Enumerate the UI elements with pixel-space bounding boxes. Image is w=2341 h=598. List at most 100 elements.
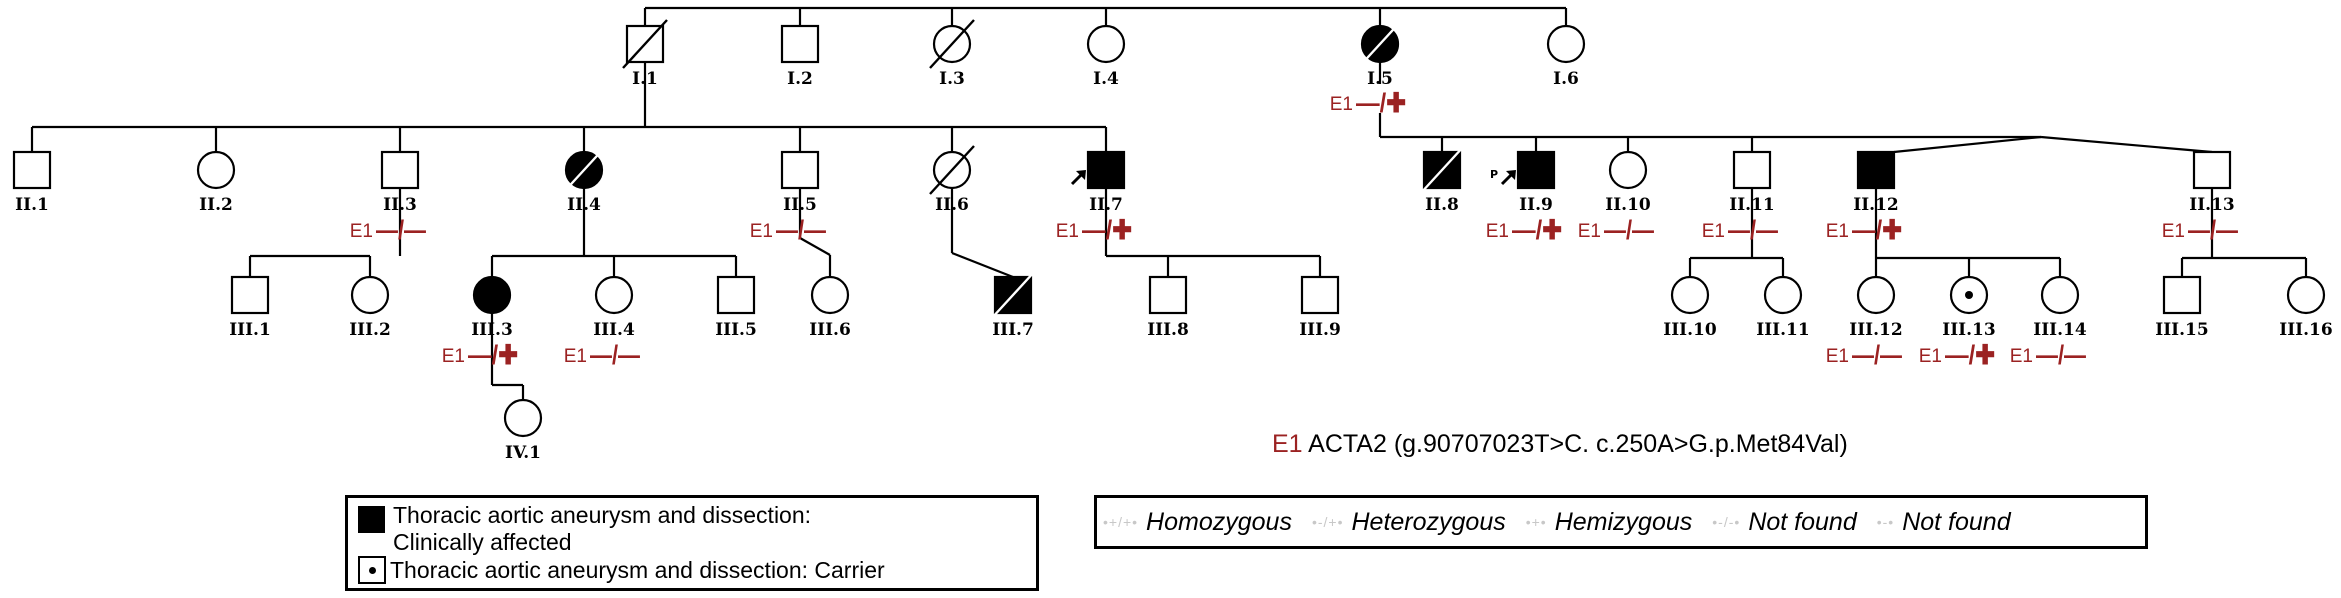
carrier-dot [1965, 291, 1973, 299]
individual-iii-1: III.1 [229, 275, 271, 340]
individual-iii-3: III.3E1—/✚ [442, 275, 518, 370]
individual-label: III.7 [992, 320, 1034, 340]
individual-ii-2: II.2 [196, 150, 236, 215]
individual-i-1: I.1 [622, 19, 668, 89]
affected-male-symbol [1516, 150, 1556, 190]
female-symbol [196, 150, 236, 190]
individual-label: III.13 [1942, 320, 1995, 340]
individual-label: II.8 [1425, 195, 1459, 215]
carrier-symbol [358, 556, 386, 584]
deceased-slash [622, 19, 668, 69]
genotype-label: —/✚ [1082, 215, 1132, 245]
exon-label: E1 [1486, 221, 1509, 242]
individual-iii-4: III.4E1—/— [564, 275, 640, 370]
genotype-key-1: •-/+•Heterozygous [1312, 508, 1506, 537]
deceased-slash [1357, 19, 1403, 69]
genotype-label: —/✚ [1512, 215, 1562, 245]
individual-label: I.4 [1093, 69, 1119, 89]
deceased-slash [929, 19, 975, 69]
individual-label: III.6 [809, 320, 851, 340]
individual-i-6: I.6 [1546, 24, 1586, 89]
female-symbol [350, 275, 390, 315]
individual-label: III.1 [229, 320, 271, 340]
male-symbol [1148, 275, 1188, 315]
individual-label: III.9 [1299, 320, 1341, 340]
genotype-key-label: Not found [1902, 507, 2011, 536]
exon-label: E1 [350, 221, 373, 242]
variant-exon: E1 [1272, 430, 1308, 458]
genotype-label: —/— [590, 340, 640, 370]
individual-ii-8: II.8 [1419, 145, 1465, 215]
exon-label: E1 [1702, 221, 1725, 242]
individual-label: II.13 [2189, 195, 2234, 215]
affected-symbol [358, 506, 385, 533]
genotype-key-symbol: •+• [1525, 514, 1547, 530]
individual-iii-10: III.10 [1663, 275, 1717, 340]
individual-label: II.11 [1729, 195, 1774, 215]
genotype-key-label: Homozygous [1146, 507, 1292, 536]
female-symbol [1763, 275, 1803, 315]
individual-ii-4: II.4 [561, 145, 607, 215]
female-symbol [2286, 275, 2326, 315]
genotype-label: —/— [1852, 340, 1902, 370]
genotype-label: —/✚ [1945, 340, 1995, 370]
individual-label: I.2 [787, 69, 813, 89]
individual-ii-9: P II.9E1—/✚ [1486, 150, 1562, 245]
individual-label: III.5 [715, 320, 757, 340]
individual-iv-1: IV.1 [503, 398, 543, 463]
individual-iii-16: III.16 [2279, 275, 2333, 340]
individual-label: III.11 [1756, 320, 1809, 340]
male-symbol [1732, 150, 1772, 190]
legend-affected-row: Thoracic aortic aneurysm and dissection:… [358, 502, 811, 556]
individual-label: III.14 [2033, 320, 2087, 340]
deceased-slash [990, 270, 1036, 320]
individual-label: III.3 [471, 320, 513, 340]
proband-arrowhead [1506, 170, 1516, 180]
variant-text: ACTA2 (g.90707023T>C. c.250A>G.p.Met84Va… [1308, 430, 1848, 458]
exon-label: E1 [442, 346, 465, 367]
exon-label: E1 [1056, 221, 1079, 242]
child-drop [951, 251, 1014, 279]
individual-ii-3: II.3E1—/— [350, 150, 426, 245]
genotype-key-label: Not found [1748, 507, 1857, 536]
individual-label: III.10 [1663, 320, 1717, 340]
genotype-label: —/— [1728, 215, 1778, 245]
individual-i-5: I.5E1—/✚ [1330, 19, 1406, 118]
individual-label: II.4 [567, 195, 601, 215]
genotype-key-symbol: •-/+• [1311, 514, 1344, 530]
genotype-legend: •+/+•Homozygous•-/+•Heterozygous•+•Hemiz… [1094, 495, 2148, 549]
exon-label: E1 [2162, 221, 2185, 242]
proband-letter: P [1490, 168, 1498, 181]
individual-iii-9: III.9 [1299, 275, 1341, 340]
sibship-line [1893, 135, 2042, 154]
genotype-label: —/— [2188, 215, 2238, 245]
exon-label: E1 [1330, 94, 1353, 115]
exon-label: E1 [1578, 221, 1601, 242]
female-symbol [1856, 275, 1896, 315]
female-symbol [503, 398, 543, 438]
individual-label: II.9 [1519, 195, 1553, 215]
deceased-slash [561, 145, 607, 195]
female-symbol [1546, 24, 1586, 64]
genotype-key-0: •+/+• Homozygous [1103, 508, 1292, 537]
individual-label: II.3 [383, 195, 417, 215]
variant-description: E1 ACTA2 (g.90707023T>C. c.250A>G.p.Met8… [1272, 430, 1848, 458]
pedigree-line [799, 237, 831, 256]
exon-label: E1 [564, 346, 587, 367]
exon-label: E1 [1826, 221, 1849, 242]
individual-label: II.5 [783, 195, 817, 215]
genotype-key-symbol: •+/+• [1103, 514, 1139, 530]
proband-arrowhead [1076, 170, 1086, 180]
individual-iii-8: III.8 [1147, 275, 1189, 340]
individual-iii-2: III.2 [349, 275, 391, 340]
genotype-key-4: •-•Not found [1877, 508, 2011, 537]
genotype-key-symbol: •-/-• [1712, 514, 1741, 530]
legend-affected-text-2: Clinically affected [393, 529, 572, 555]
individual-ii-6: II.6 [929, 145, 975, 215]
legend-affected-text: Thoracic aortic aneurysm and dissection: [393, 502, 812, 528]
